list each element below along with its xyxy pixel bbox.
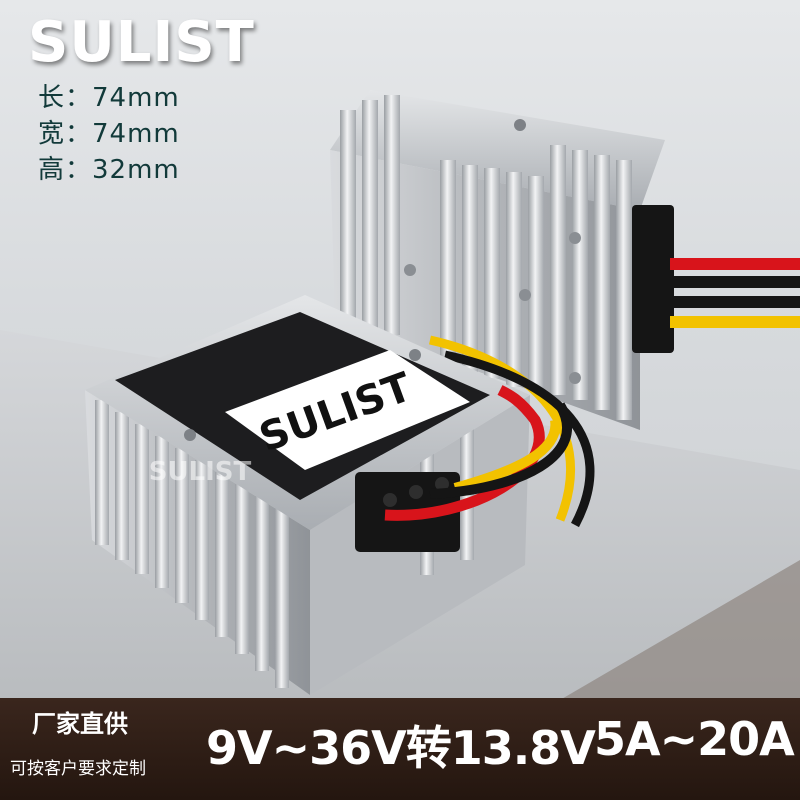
current-spec: 5A~20A [594,712,795,766]
brand-logo: SULIST [28,10,255,75]
front-converter: SULIST SULIST [85,295,530,695]
factory-direct-text: 厂家直供 [32,710,128,738]
voltage-spec: 9V~36V转13.8V [206,721,596,775]
back-wire-yellow [670,316,800,328]
dimension-height: 高：32mm [38,155,180,185]
black-wire [429,402,572,499]
spec-banner [0,698,800,800]
yellow-wire-long [429,335,576,522]
dimension-length: 长：74mm [38,83,180,113]
back-wire-red [670,258,800,270]
watermark-text: SULIST [149,457,252,487]
customization-text: 可按客户要求定制 [10,759,146,779]
dimensions-list: 长：74mm 宽：74mm 高：32mm [38,80,180,188]
back-wire-black-2 [670,296,800,308]
table-edge [560,560,800,700]
back-converter [330,90,800,430]
back-fins [340,95,632,420]
yellow-wire [453,419,561,493]
back-wire-black-1 [670,276,800,288]
dimension-width: 宽：74mm [38,119,180,149]
product-label [225,350,470,470]
front-fins [95,400,289,688]
